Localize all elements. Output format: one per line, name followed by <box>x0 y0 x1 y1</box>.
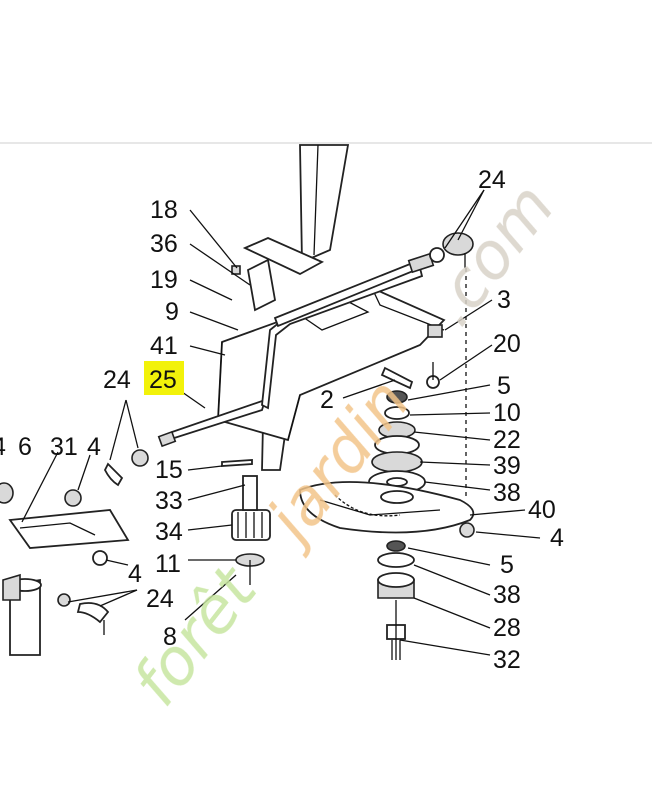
label-28: 28 <box>493 614 521 642</box>
label-4-far-left: 4 <box>0 433 6 461</box>
pinion-gear <box>221 459 271 585</box>
part-labels: 18 36 19 9 41 24 25 24 3 20 2 5 10 22 39… <box>0 166 564 674</box>
label-5-upper: 5 <box>497 372 511 400</box>
label-18: 18 <box>150 196 178 224</box>
tie-rod <box>157 258 425 448</box>
left-parts <box>0 449 149 656</box>
label-38-upper: 38 <box>493 479 521 507</box>
pin-part <box>380 362 440 390</box>
label-38-lower: 38 <box>493 581 521 609</box>
label-41: 41 <box>150 332 178 360</box>
label-4-right: 4 <box>550 524 564 552</box>
label-32: 32 <box>493 646 521 674</box>
label-8: 8 <box>163 623 177 651</box>
label-10: 10 <box>493 399 521 427</box>
label-22: 22 <box>493 426 521 454</box>
label-24-top: 24 <box>478 166 506 194</box>
label-40: 40 <box>528 496 556 524</box>
sector-plate <box>299 481 475 538</box>
label-33: 33 <box>155 487 183 515</box>
label-20: 20 <box>493 330 521 358</box>
label-3: 3 <box>497 286 511 314</box>
label-5-lower: 5 <box>500 551 514 579</box>
label-19: 19 <box>150 266 178 294</box>
label-11: 11 <box>155 550 181 578</box>
label-4-left: 4 <box>87 433 101 461</box>
label-25: 25 <box>149 366 177 394</box>
label-4-bottom: 4 <box>128 560 142 588</box>
label-2: 2 <box>320 386 334 414</box>
label-34: 34 <box>155 518 183 546</box>
label-15: 15 <box>155 456 183 484</box>
ball-joint-top <box>407 232 474 500</box>
label-39: 39 <box>493 452 521 480</box>
label-6: 6 <box>18 433 32 461</box>
label-9: 9 <box>165 298 179 326</box>
lower-bolt-stack <box>377 540 415 660</box>
label-highlight <box>144 361 184 395</box>
leader-lines <box>21 189 541 656</box>
label-24-left: 24 <box>103 366 131 394</box>
label-24-bottom: 24 <box>146 585 174 613</box>
label-36: 36 <box>150 230 178 258</box>
label-31: 31 <box>50 433 78 461</box>
